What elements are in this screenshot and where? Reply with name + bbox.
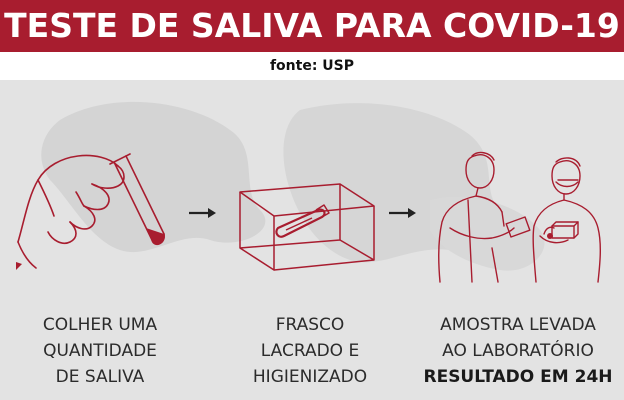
caption-line: LACRADO E	[260, 341, 360, 361]
infographic-area: COLHER UMA QUANTIDADE DE SALIVA FRASCO L…	[0, 80, 624, 400]
caption-line: FRASCO	[275, 315, 345, 335]
step-caption-collect: COLHER UMA QUANTIDADE DE SALIVA	[10, 312, 190, 390]
caption-line: AMOSTRA LEVADA	[440, 315, 596, 335]
source-label: fonte: USP	[269, 58, 355, 74]
arrow-right-icon	[189, 208, 216, 218]
sealed-flask-box-icon	[239, 183, 375, 271]
caption-line: AO LABORATÓRIO	[442, 341, 594, 361]
page-title: TESTE DE SALIVA PARA COVID-19	[4, 6, 620, 45]
arrow-right-icon	[389, 208, 416, 218]
caption-line: QUANTIDADE	[43, 341, 157, 361]
hand-with-tube-icon	[16, 153, 165, 270]
caption-line: HIGIENIZADO	[252, 367, 368, 387]
step-caption-lab: AMOSTRA LEVADA AO LABORATÓRIO RESULTADO …	[418, 312, 618, 390]
title-banner	[0, 0, 624, 52]
caption-line: COLHER UMA	[42, 315, 158, 335]
step-caption-sealed: FRASCO LACRADO E HIGIENIZADO	[220, 312, 400, 390]
result-time-label: RESULTADO EM 24H	[423, 367, 613, 387]
caption-line: DE SALIVA	[55, 367, 145, 387]
lab-technicians-icon	[437, 151, 601, 283]
